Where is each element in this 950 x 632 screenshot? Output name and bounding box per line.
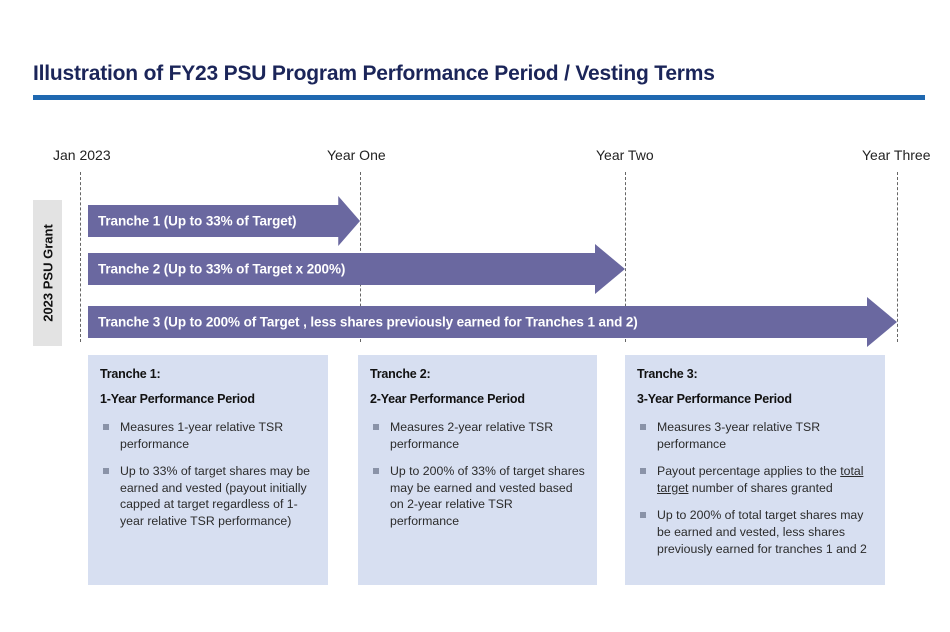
- tranche-1-box-bullet-list: Measures 1-year relative TSR performance…: [100, 419, 316, 530]
- square-bullet-icon: [640, 468, 646, 475]
- timeline-label-3: Year Two: [596, 147, 654, 163]
- square-bullet-icon: [373, 468, 379, 475]
- tranche-2-box-bullet-list: Measures 2-year relative TSR performance…: [370, 419, 585, 530]
- tranche-3-arrow-label: Tranche 3 (Up to 200% of Target , less s…: [98, 314, 638, 330]
- bullet-text: Measures 3-year relative TSR performance: [657, 420, 821, 451]
- tranche-3-box-heading: Tranche 3:: [637, 367, 698, 381]
- bullet-text: Measures 2-year relative TSR performance: [390, 420, 554, 451]
- bullet-text-after: number of shares granted: [688, 480, 833, 495]
- bullet-item: Measures 2-year relative TSR performance: [370, 419, 585, 452]
- tranche-2-box-subheading: 2-Year Performance Period: [370, 392, 525, 406]
- tranche-1-arrow-label: Tranche 1 (Up to 33% of Target): [98, 213, 297, 229]
- bullet-item: Up to 33% of target shares may be earned…: [100, 463, 316, 529]
- square-bullet-icon: [103, 424, 109, 430]
- tranche-1-box-subheading: 1-Year Performance Period: [100, 392, 255, 406]
- bullet-text-before: Payout percentage applies to the: [657, 464, 841, 479]
- square-bullet-icon: [103, 468, 109, 475]
- timeline-gridline-3: [625, 172, 626, 342]
- tranche-1-box-heading: Tranche 1:: [100, 367, 161, 381]
- tranche-2-arrow-label: Tranche 2 (Up to 33% of Target x 200%): [98, 261, 346, 277]
- square-bullet-icon: [373, 424, 379, 430]
- tranche-2-box-heading: Tranche 2:: [370, 367, 431, 381]
- timeline-label-2: Year One: [327, 147, 386, 163]
- tranche-1-arrow: Tranche 1 (Up to 33% of Target): [88, 196, 360, 246]
- tranche-3-box-bullet-list: Measures 3-year relative TSR performance…: [637, 419, 873, 557]
- tranche-3-arrow: Tranche 3 (Up to 200% of Target , less s…: [88, 297, 897, 347]
- square-bullet-icon: [640, 424, 646, 430]
- title-underline-rule: [33, 95, 925, 100]
- tranche-3-box-subheading: 3-Year Performance Period: [637, 392, 792, 406]
- timeline-label-4: Year Three: [862, 147, 931, 163]
- grant-label-box: 2023 PSU Grant: [33, 200, 62, 346]
- square-bullet-icon: [640, 512, 646, 519]
- bullet-text: Up to 200% of total target shares may be…: [657, 508, 867, 556]
- timeline-gridline-1: [80, 172, 81, 342]
- page-title: Illustration of FY23 PSU Program Perform…: [33, 62, 715, 85]
- tranche-3-arrow-shape: [88, 297, 897, 347]
- timeline-gridline-4: [897, 172, 898, 342]
- timeline-label-1: Jan 2023: [53, 147, 111, 163]
- bullet-text: Up to 200% of 33% of target shares may b…: [390, 464, 585, 528]
- bullet-item: Up to 200% of 33% of target shares may b…: [370, 463, 585, 529]
- tranche-2-arrow: Tranche 2 (Up to 33% of Target x 200%): [88, 244, 625, 294]
- bullet-text: Measures 1-year relative TSR performance: [120, 420, 284, 451]
- bullet-text: Up to 33% of target shares may be earned…: [120, 464, 311, 528]
- bullet-item: Payout percentage applies to the total t…: [637, 463, 873, 496]
- bullet-item: Up to 200% of total target shares may be…: [637, 507, 873, 557]
- tranche-2-arrow-shape: [88, 244, 625, 294]
- bullet-item: Measures 3-year relative TSR performance: [637, 419, 873, 452]
- grant-label-text: 2023 PSU Grant: [40, 224, 55, 322]
- bullet-text-emphasis: total target: [657, 464, 864, 495]
- tranche-1-arrow-shape: [88, 196, 360, 246]
- bullet-item: Measures 1-year relative TSR performance: [100, 419, 316, 452]
